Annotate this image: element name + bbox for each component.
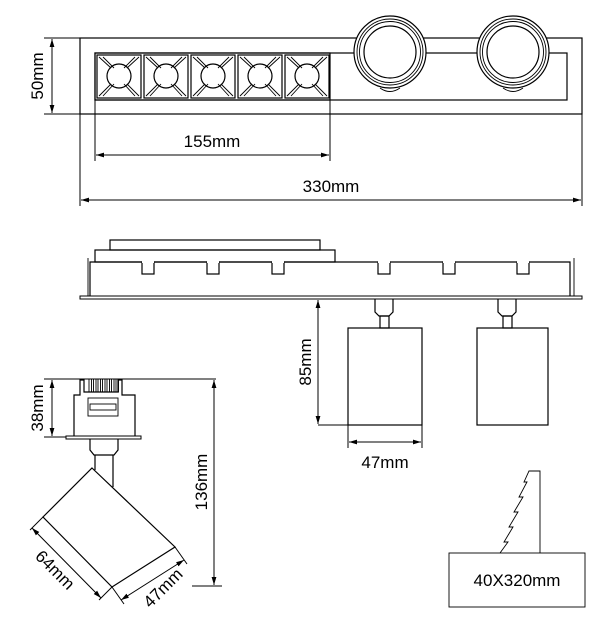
- led-cell: [190, 54, 236, 99]
- led-cell: [237, 54, 283, 99]
- top-view: 50mm 155mm 330mm: [28, 15, 583, 206]
- dim-top-height: 50mm: [28, 52, 47, 99]
- heatsink-fin: [102, 378, 106, 393]
- side-view: 85mm 47mm: [79, 239, 583, 472]
- led-lens: [153, 63, 179, 89]
- spotlight-top-2: [476, 15, 550, 92]
- mounting-notch: [516, 261, 530, 275]
- heatsink-fin: [88, 378, 92, 393]
- dim-spot-diameter: 47mm: [361, 453, 408, 472]
- heatsink-fin: [97, 378, 101, 393]
- led-lens: [200, 63, 226, 89]
- spotlight-top-1: [353, 15, 427, 92]
- led-cell: [143, 54, 189, 99]
- cutout-size: 40X320mm: [474, 571, 561, 590]
- heatsink-fin: [106, 378, 110, 393]
- dim-head-length: 64mm: [31, 547, 78, 594]
- led-cell: [96, 54, 142, 99]
- spotlight-side-2: [476, 299, 549, 426]
- mounting-notch: [377, 261, 391, 275]
- dim-total-height: 136mm: [192, 454, 211, 511]
- heatsink-fin: [93, 378, 97, 393]
- dim-head-diameter: 47mm: [140, 565, 187, 612]
- mounting-notch: [141, 261, 155, 275]
- mounting-notch: [271, 261, 285, 275]
- led-module: [94, 52, 331, 101]
- heatsink-fin: [111, 378, 115, 393]
- profile-view: 38mm 136mm 64mm 47mm: [28, 378, 222, 612]
- led-lens: [294, 63, 320, 89]
- led-cell: [284, 54, 330, 99]
- dim-spot-projection: 85mm: [296, 338, 315, 385]
- spotlight-side-1: [347, 299, 423, 426]
- mounting-notch: [442, 261, 456, 275]
- dim-recess-depth: 38mm: [28, 384, 47, 431]
- led-lens: [106, 63, 132, 89]
- led-lens: [247, 63, 273, 89]
- cutout-indicator: 40X320mm: [448, 470, 586, 608]
- mounting-notch: [206, 261, 220, 275]
- dim-led-module-length: 155mm: [184, 132, 241, 151]
- dim-total-length: 330mm: [303, 177, 360, 196]
